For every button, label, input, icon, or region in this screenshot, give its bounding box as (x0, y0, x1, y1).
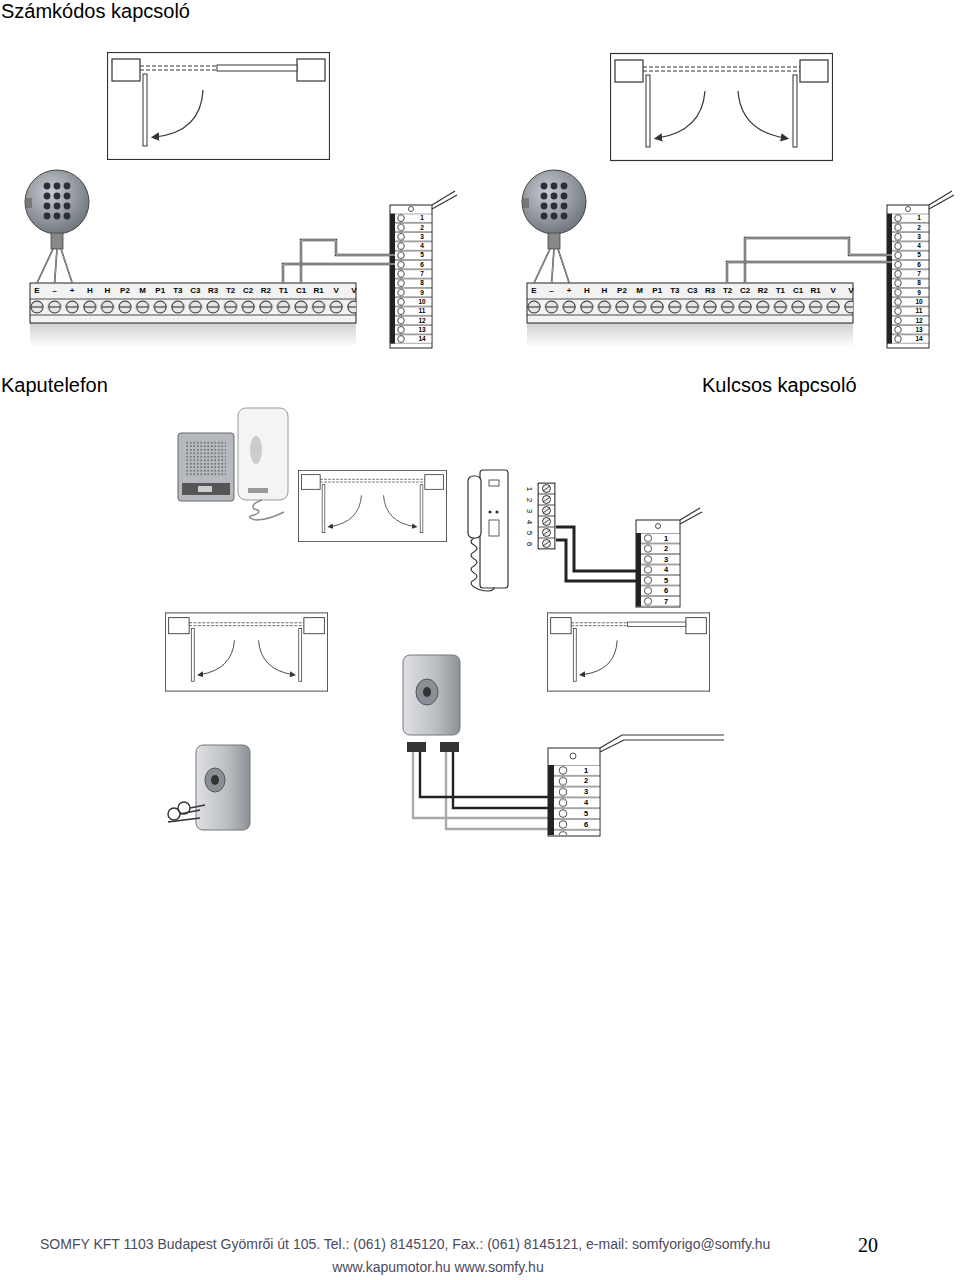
terminal-label: P1 (155, 287, 165, 295)
terminal-label: P1 (652, 287, 662, 295)
terminal-number: 6 (420, 262, 424, 269)
terminal-label: R3 (705, 287, 715, 295)
terminal-number: 7 (664, 598, 668, 606)
keypad-panel (522, 54, 954, 349)
terminal-label: – (52, 287, 56, 295)
terminal-number: 10 (915, 299, 922, 306)
terminal-label: H (87, 287, 93, 295)
terminal-number: 4 (664, 566, 668, 574)
terminal-number: 5 (420, 252, 424, 259)
terminal-number: 14 (418, 336, 425, 343)
terminal-label: C2 (740, 287, 750, 295)
terminal-number: 4 (917, 243, 921, 250)
terminal-number: 6 (917, 262, 921, 269)
terminal-number: 1 (420, 215, 424, 222)
terminal-number: 2 (525, 498, 533, 502)
terminal-number: 4 (525, 520, 533, 524)
terminal-label: T3 (173, 287, 182, 295)
terminal-number: 10 (418, 299, 425, 306)
terminal-number: 3 (420, 234, 424, 241)
terminal-label: E (531, 287, 536, 295)
terminal-label: M (139, 287, 146, 295)
terminal-number: 9 (420, 290, 424, 297)
section-heading: Kulcsos kapcsoló (702, 375, 857, 395)
terminal-number: 14 (915, 336, 922, 343)
terminal-number: 7 (917, 271, 921, 278)
terminal-label: V (334, 287, 339, 295)
terminal-label: C1 (296, 287, 306, 295)
terminal-number: 5 (664, 577, 668, 585)
terminal-number: 5 (917, 252, 921, 259)
terminal-label: H (602, 287, 608, 295)
terminal-number: 8 (917, 280, 921, 287)
terminal-label: V (351, 287, 356, 295)
footer-web: www.kapumotor.hu www.somfy.hu (332, 1260, 543, 1274)
terminal-number: 1 (917, 215, 921, 222)
page-number: 20 (858, 1235, 878, 1255)
terminal-number: 3 (664, 556, 668, 564)
terminal-number: 11 (419, 308, 426, 315)
terminal-label: + (70, 287, 75, 295)
section-heading: Számkódos kapcsoló (1, 1, 190, 21)
terminal-label: + (567, 287, 572, 295)
terminal-label: C2 (243, 287, 253, 295)
terminal-number: 2 (420, 225, 424, 232)
terminal-number: 12 (915, 318, 922, 325)
terminal-number: 3 (525, 509, 533, 513)
terminal-number: 1 (664, 535, 668, 543)
terminal-label: – (549, 287, 553, 295)
terminal-label: V (831, 287, 836, 295)
terminal-label: T1 (279, 287, 288, 295)
terminal-number: 12 (418, 318, 425, 325)
terminal-label: H (105, 287, 111, 295)
terminal-number: 4 (584, 799, 588, 807)
terminal-label: M (636, 287, 643, 295)
terminal-label: R1 (313, 287, 323, 295)
terminal-label: R1 (810, 287, 820, 295)
terminal-label: T1 (776, 287, 785, 295)
terminal-number: 13 (915, 327, 922, 334)
terminal-number: 7 (420, 271, 424, 278)
terminal-number: 8 (420, 280, 424, 287)
terminal-label: R2 (758, 287, 768, 295)
terminal-number: 5 (584, 810, 588, 818)
terminal-label: H (584, 287, 590, 295)
terminal-number: 13 (418, 327, 425, 334)
terminal-label: T2 (723, 287, 732, 295)
terminal-label: R3 (208, 287, 218, 295)
terminal-number: 9 (917, 290, 921, 297)
key-switch-illustration (165, 613, 724, 836)
terminal-number: 11 (916, 308, 923, 315)
section-heading: Kaputelefon (1, 375, 108, 395)
terminal-number: 2 (664, 545, 668, 553)
terminal-label: V (848, 287, 853, 295)
terminal-label: T3 (670, 287, 679, 295)
terminal-number: 6 (584, 821, 588, 829)
terminal-number: 6 (664, 587, 668, 595)
terminal-number: 2 (584, 777, 588, 785)
terminal-number: 3 (584, 788, 588, 796)
terminal-label: C3 (190, 287, 200, 295)
footer-address: SOMFY KFT 1103 Budapest Gyömrői út 105. … (40, 1237, 770, 1251)
terminal-number: 1 (584, 767, 588, 775)
terminal-number: 2 (917, 225, 921, 232)
terminal-label: T2 (226, 287, 235, 295)
terminal-label: C3 (687, 287, 697, 295)
terminal-label: R2 (261, 287, 271, 295)
terminal-label: P2 (120, 287, 130, 295)
intercom-illustration (178, 408, 702, 607)
terminal-number: 6 (525, 542, 533, 546)
terminal-number: 5 (525, 531, 533, 535)
terminal-number: 1 (525, 487, 533, 491)
terminal-number: 4 (420, 243, 424, 250)
keypad-panel (25, 53, 457, 349)
terminal-label: P2 (617, 287, 627, 295)
terminal-number: 3 (917, 234, 921, 241)
terminal-label: C1 (793, 287, 803, 295)
terminal-label: E (34, 287, 39, 295)
